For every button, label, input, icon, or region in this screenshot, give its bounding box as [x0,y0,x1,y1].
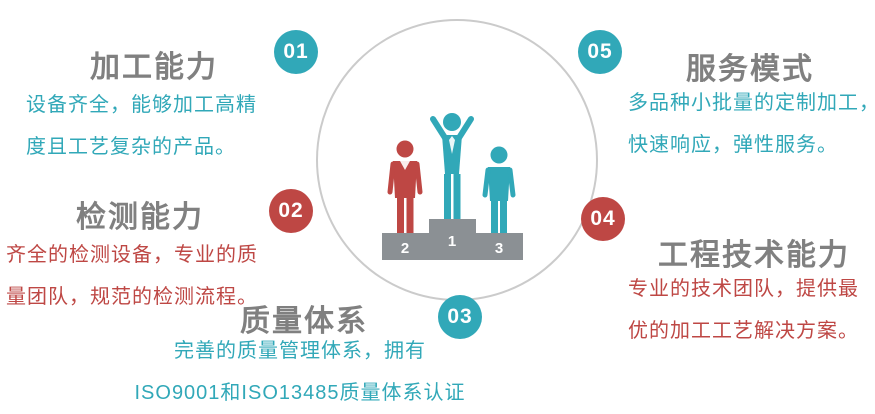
section-05-desc-line1: 多品种小批量的定制加工， [628,92,875,114]
section-03-description: 完善的质量管理体系，拥有 ISO9001和ISO13485质量体系认证 [105,330,495,414]
section-02-title: 检测能力 [76,201,204,234]
section-03-badge: 03 [438,295,482,339]
winner-tie [449,136,455,154]
section-03-desc-line2: ISO9001和ISO13485质量体系认证 [134,382,466,404]
third-place-figure [482,146,516,233]
section-05-description: 多品种小批量的定制加工， 快速响应，弹性服务。 [628,82,875,166]
section-04-desc-line2: 优的加工工艺解决方案。 [628,320,859,342]
section-04-title: 工程技术能力 [658,239,850,272]
section-03-desc-line1: 完善的质量管理体系，拥有 [174,340,426,362]
section-01-desc-line2: 度且工艺复杂的产品。 [26,136,236,158]
section-02-desc-line2: 量团队，规范的检测流程。 [6,286,258,308]
section-05-title: 服务模式 [686,53,814,86]
section-05-badge: 05 [578,30,622,74]
section-03-title: 质量体系 [240,305,368,338]
podium-rank-1-label: 1 [448,233,456,250]
podium-block-first [429,219,476,260]
podium-block-second [382,233,429,260]
podium-block-third [476,233,523,260]
second-place-collar [400,161,410,170]
podium-rank-3-label: 3 [495,240,503,257]
winner-figure [430,113,474,219]
section-05-desc-line2: 快速响应，弹性服务。 [628,134,838,156]
section-01-badge: 01 [274,30,318,74]
section-02-desc-line1: 齐全的检测设备，专业的质 [6,244,258,266]
section-01-desc-line1: 设备齐全，能够加工高精 [26,94,257,116]
section-04-desc-line1: 专业的技术团队，提供最 [628,278,859,300]
section-01-description: 设备齐全，能够加工高精 度且工艺复杂的产品。 [26,84,257,168]
section-02-description: 齐全的检测设备，专业的质 量团队，规范的检测流程。 [6,234,258,318]
section-02-badge: 02 [269,189,313,233]
second-place-figure [387,140,423,233]
section-01-title: 加工能力 [90,51,218,84]
section-04-description: 专业的技术团队，提供最 优的加工工艺解决方案。 [628,268,859,352]
podium-rank-2-label: 2 [401,240,409,257]
section-04-badge: 04 [581,197,625,241]
